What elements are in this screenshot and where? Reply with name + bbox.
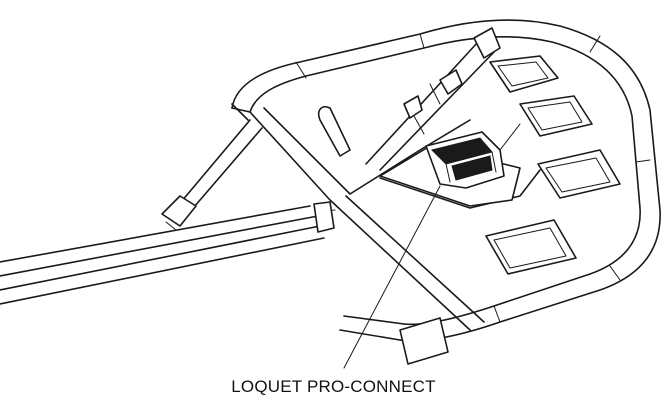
outer-frame	[231, 19, 661, 365]
callout-label: LOQUET PRO-CONNECT	[231, 377, 436, 396]
bracket-arm	[365, 27, 501, 171]
deck-cutouts	[485, 55, 621, 275]
support-strut	[161, 103, 263, 231]
callout-leader-line	[343, 185, 441, 369]
connector-device	[425, 123, 521, 189]
inner-frame	[249, 105, 485, 331]
handle-bars	[0, 201, 336, 305]
